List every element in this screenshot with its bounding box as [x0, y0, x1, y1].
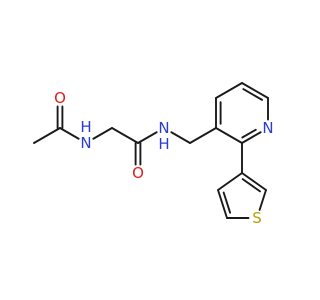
bond-t3-t2-inner-line [241, 178, 261, 193]
bond-pn-p2 [241, 128, 262, 144]
bond-me-c1-line [33, 127, 61, 144]
bond-c4-p3 [189, 127, 217, 144]
bond-t3-t2 [241, 172, 267, 193]
bond-n2-c4-line [170, 131, 191, 144]
bond-p2-p3 [215, 127, 243, 144]
atom-label-pn-n: N [262, 119, 273, 137]
bond-c3-n2 [137, 131, 158, 144]
bond-p5-p6-inner-line [242, 88, 264, 101]
atom-label-n2-h: H [158, 135, 169, 153]
bond-t4-t3 [217, 172, 243, 191]
bond-n1-c2 [92, 127, 113, 140]
atom-o2: O [132, 164, 144, 182]
bond-p2-p3-line [215, 127, 243, 144]
bond-t3-t2-line [241, 172, 267, 191]
bond-me-c1 [33, 127, 61, 144]
atom-label-o1-o: O [54, 89, 66, 107]
atom-n2: NH [158, 119, 169, 153]
bond-t5-t4-line [217, 189, 228, 219]
atom-label-o2-o: O [132, 164, 144, 182]
bond-c3-n2-line [137, 131, 158, 144]
bond-p4-p5 [215, 82, 243, 99]
bond-p3-p4 [215, 97, 222, 129]
bond-t5-t4-inner-line [222, 191, 232, 214]
bond-t2-ts [258, 189, 267, 211]
atom-label-ts-s: S [252, 209, 262, 227]
bond-c3-o2 [134, 142, 142, 166]
bonds-layer [33, 82, 269, 219]
bond-c2-c3-line [111, 127, 139, 144]
bond-c2-c3 [111, 127, 139, 144]
bond-n2-c4 [170, 131, 191, 144]
atom-label-n1-h: H [80, 118, 91, 136]
atom-n1: HN [80, 118, 91, 152]
bond-pn-p2-inner-line [241, 128, 257, 139]
atom-label-n2-n: N [158, 119, 169, 137]
bond-n1-c2-line [92, 127, 113, 140]
bond-c1-n1 [59, 127, 80, 140]
bond-t5-t4 [217, 189, 232, 219]
bond-p5-p6 [241, 82, 269, 101]
bond-c4-p3-line [189, 127, 217, 144]
bond-t4-t3-line [217, 172, 243, 191]
atom-label-n1-n: N [80, 134, 91, 152]
atom-pn: N [262, 119, 273, 137]
bond-c1-o1 [56, 105, 64, 129]
bond-p4-p5-line [215, 82, 243, 99]
atom-ts: S [252, 209, 262, 227]
bond-t2-ts-line [258, 189, 267, 211]
bond-p5-p6-line [241, 82, 269, 99]
bond-c1-n1-line [59, 127, 80, 140]
bond-pn-p2-line [241, 131, 262, 144]
atom-o1: O [54, 89, 66, 107]
